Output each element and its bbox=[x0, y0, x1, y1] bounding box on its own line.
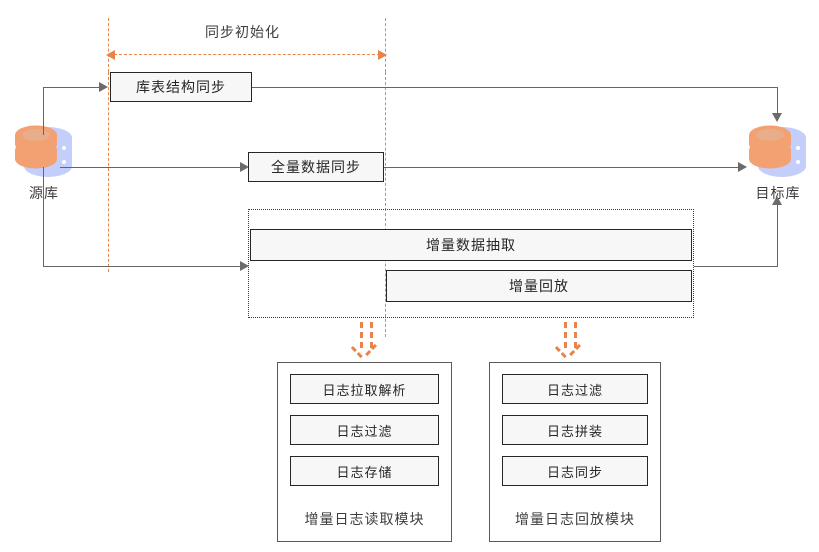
module-item-log-filter-replay[interactable]: 日志过滤 bbox=[502, 374, 648, 404]
arrow-into-incr-extract bbox=[240, 261, 249, 271]
module-incr-log-read: 日志拉取解析 日志过滤 日志存储 增量日志读取模块 bbox=[277, 362, 452, 542]
line-incr-replay-to-target bbox=[694, 266, 778, 267]
stage-box-full-data-sync[interactable]: 全量数据同步 bbox=[248, 152, 384, 182]
module-item-log-assemble[interactable]: 日志拼装 bbox=[502, 415, 648, 445]
orange-guide-right bbox=[385, 72, 386, 337]
arrow-into-schema-sync bbox=[99, 82, 108, 92]
line-source-up bbox=[43, 87, 44, 135]
arrow-into-full-sync bbox=[240, 162, 249, 172]
line-source-to-full-sync bbox=[60, 167, 247, 168]
line-full-sync-to-target bbox=[384, 167, 744, 168]
line-source-to-schema bbox=[43, 87, 106, 88]
init-label: 同步初始化 bbox=[205, 24, 280, 40]
arrow-into-target-left bbox=[738, 162, 747, 172]
orange-arrow-to-read-module bbox=[350, 322, 380, 364]
arrow-into-target-top bbox=[772, 113, 782, 122]
module-item-log-sync[interactable]: 日志同步 bbox=[502, 456, 648, 486]
init-bracket-left-line bbox=[108, 18, 109, 72]
init-span-arrow-right-head bbox=[378, 50, 387, 60]
stage-box-incr-replay[interactable]: 增量回放 bbox=[386, 270, 692, 302]
orange-arrow-to-replay-module bbox=[554, 322, 584, 364]
stage-box-incr-extract[interactable]: 增量数据抽取 bbox=[250, 229, 692, 261]
line-incr-replay-up bbox=[777, 205, 778, 267]
module-item-log-storage[interactable]: 日志存储 bbox=[290, 456, 439, 486]
module-title-incr-log-read: 增量日志读取模块 bbox=[304, 511, 425, 527]
source-database-label: 源库 bbox=[29, 185, 59, 201]
module-title-incr-log-replay: 增量日志回放模块 bbox=[515, 511, 635, 527]
init-bracket-right-line bbox=[385, 18, 386, 72]
line-source-to-incr bbox=[43, 266, 247, 267]
target-database-icon bbox=[746, 122, 808, 178]
stage-box-schema-sync[interactable]: 库表结构同步 bbox=[110, 72, 252, 102]
init-span-arrow-line bbox=[114, 54, 380, 55]
arrow-into-target-bottom bbox=[772, 196, 782, 205]
line-schema-to-target bbox=[252, 87, 777, 88]
module-incr-log-replay: 日志过滤 日志拼装 日志同步 增量日志回放模块 bbox=[489, 362, 661, 542]
init-span-arrow-left-head bbox=[106, 50, 115, 60]
line-schema-down-to-target bbox=[777, 87, 778, 115]
incremental-stage-group bbox=[248, 209, 694, 318]
module-item-log-pull-parse[interactable]: 日志拉取解析 bbox=[290, 374, 439, 404]
target-database-label: 目标库 bbox=[755, 185, 801, 201]
orange-guide-left bbox=[108, 72, 109, 272]
module-item-log-filter[interactable]: 日志过滤 bbox=[290, 415, 439, 445]
line-source-down bbox=[43, 167, 44, 267]
